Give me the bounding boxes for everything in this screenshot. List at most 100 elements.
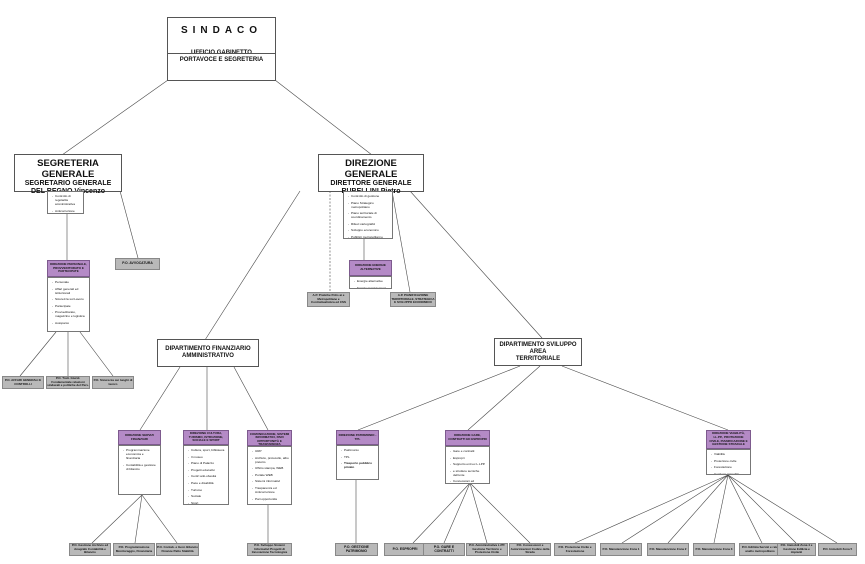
- list-item: Energy management: [354, 286, 389, 288]
- list-item: Gestione immobili: [711, 472, 748, 474]
- list-item: Piano di Palazzo: [188, 461, 226, 465]
- direzione-energie-box: DIREZIONE ENERGIE ALTERNATIVE: [349, 260, 392, 276]
- connector-line: [467, 365, 541, 431]
- connector-line: [119, 190, 139, 259]
- list-item: Sviluppo economico: [348, 228, 390, 232]
- direzione-lavori-list: ViabilitàProtezione civileForestazioneGe…: [706, 449, 751, 475]
- connector-line: [727, 474, 763, 544]
- po-manutenzione-zona2-box: P.O. Manutenzione Zona 2: [647, 543, 689, 556]
- list-item: Sicurezza sul Lavoro: [52, 297, 87, 301]
- connector-line: [357, 365, 521, 431]
- connector-line: [391, 190, 411, 293]
- direzione-lavori-box: DIREZIONE VIABILITÀ, LL.PP., PROTEZIONE …: [706, 430, 751, 449]
- sindaco-box: SINDACO UFFICIO GABINETTO PORTAVOCE E SE…: [167, 17, 276, 81]
- list-item: TPL: [341, 455, 376, 459]
- list-item: Controllo di gestione: [348, 194, 390, 198]
- direzione-urp-list: URP Archivio, protocollo, albo pretorioUf…: [247, 446, 292, 505]
- po-affari-generali-box: P.O. AFFARI GENERALI E CONTROLLI: [2, 376, 44, 389]
- list-item: Espropri: [450, 456, 487, 460]
- connector-line: [79, 331, 114, 377]
- list-item: Forestazione: [711, 465, 748, 469]
- direzione-gare-list: Gare e contrattiEspropriSupporto enti ex…: [445, 446, 490, 484]
- ap-pianificazione-box: A.P. PIANIFICAZIONE TERRITORIALE, STRATE…: [390, 292, 436, 307]
- direzione-title: DIREZIONE GENERALE: [344, 158, 398, 180]
- connector-line: [274, 79, 373, 156]
- list-item: Affari generali ed istituzionali: [52, 287, 87, 295]
- list-item: Archivio, protocollo, albo pretorio: [252, 456, 289, 464]
- po-edilizia-servizi-box: P.O. Edilizia Servizi e rete anello metr…: [739, 543, 781, 556]
- connector-line: [727, 474, 797, 544]
- sindaco-office-line2: PORTAVOCE E SEGRETERIA: [179, 57, 264, 63]
- list-item: Turismo: [188, 488, 226, 492]
- list-item: Trasparenza ed Anticorruzione: [252, 486, 289, 494]
- connector-line: [141, 494, 178, 544]
- po-trattamento-giuridico-box: P.O. Tratt. Giurid. Fondamentale relazio…: [46, 376, 90, 389]
- direzione-servizi-finanziari-list: Programmazione economica e finanziariaCo…: [118, 445, 161, 495]
- po-gestione-patrimonio-box: P.O. GESTIONE PATRIMONIO: [335, 543, 378, 556]
- list-item: Piano Strategico metropolitano: [348, 201, 390, 209]
- list-item: Sociale: [188, 494, 226, 498]
- connector-line: [667, 474, 729, 544]
- segreteria-role: SEGRETARIO GENERALE: [24, 180, 112, 187]
- connector-line: [412, 482, 471, 544]
- po-manutenzione-zona3-box: P.O. Manutenzione Zona 3: [693, 543, 735, 556]
- po-contabilita-box: P.O. Contab. e Gest. Bilancio Finanze Pa…: [156, 543, 199, 556]
- connector-line: [204, 190, 301, 341]
- list-item: Personale: [52, 280, 87, 284]
- list-item: Portale WEB: [252, 473, 289, 477]
- direzione-functions-list: Controllo di gestionePiano Strategico me…: [343, 191, 393, 239]
- connector-line: [139, 366, 181, 431]
- connector-line: [443, 482, 471, 544]
- connector-line: [561, 365, 729, 431]
- segreteria-generale-box: SEGRETERIA GENERALE SEGRETARIO GENERALE …: [14, 154, 122, 195]
- list-item: Pubblici metropolitani e Comitato comuna…: [348, 235, 390, 238]
- territorio-title-line2: TERRITORIALE: [515, 355, 561, 362]
- list-item: Anticorruzione: [52, 209, 81, 213]
- ap-pratiche-polis-box: A.P. Pratiche Polis ai e Metropolitane e…: [307, 292, 350, 307]
- po-avvocatura-box: P.O. AVVOCATURA: [115, 258, 160, 270]
- list-item: Provveditorato, magazzino e logistica: [52, 310, 87, 318]
- direzione-energie-list: Energie alternativeEnergy management: [349, 276, 392, 289]
- direzione-cultura-list: Cultura, sport, bibliotecaIl museoPiano …: [183, 445, 229, 505]
- list-item: e strutture tecniche dell'ente: [450, 469, 487, 477]
- list-item: Trasporto pubblico privato: [341, 461, 376, 469]
- finanziario-title-line2: AMMINISTRATIVO: [182, 353, 234, 359]
- connector-line: [19, 331, 57, 377]
- list-item: URP: [252, 449, 289, 453]
- list-item: Viabilità: [711, 452, 748, 456]
- po-manutenzione-zona1-box: P.O. Manutenzione Zona 1: [600, 543, 642, 556]
- connector-line: [574, 474, 729, 544]
- list-item: Concessioni ed autorizzazioni codice del…: [450, 479, 487, 483]
- connector-line: [61, 79, 169, 156]
- territorio-title-line1: DIPARTIMENTO SVILUPPO AREA: [499, 341, 577, 355]
- list-item: Patrimonio: [341, 448, 376, 452]
- po-sistemi-informativi-box: P.O. Sviluppo Sistemi Informativi Proget…: [247, 543, 292, 556]
- segreteria-functions-list: Controllo di regolarità amministrativaAn…: [47, 191, 84, 214]
- list-item: Controllo di regolarità amministrativa: [52, 194, 81, 206]
- po-protezione-civile-box: P.O. Protezione Civile e Forestazione: [554, 543, 596, 556]
- list-item: Pari opportunità: [252, 497, 289, 501]
- direzione-gare-box: DIREZIONE GARE, CONTRATTI ED ESPROPRI: [445, 430, 490, 446]
- direzione-cultura-box: DIREZIONE CULTURA, TURISMO, ISTRUZIONE, …: [183, 430, 229, 445]
- list-item: Pace e disabilità: [188, 481, 226, 485]
- connector-line: [469, 482, 531, 544]
- connector-line: [727, 474, 838, 544]
- list-item: Autoparco: [52, 321, 87, 325]
- po-gare-contratti-box: P.O. GARE E CONTRATTI: [423, 543, 465, 556]
- list-item: Il museo: [188, 455, 226, 459]
- dipartimento-territoriale-box: DIPARTIMENTO SVILUPPO AREA TERRITORIALE: [494, 338, 582, 366]
- connector-line: [621, 474, 729, 544]
- sindaco-divider: [167, 53, 276, 54]
- connector-line: [134, 494, 143, 544]
- sindaco-title: SINDACO: [180, 25, 263, 36]
- list-item: Progetti educativi: [188, 468, 226, 472]
- po-programmazione-box: P.O. Programmazione Monitoraggio, Finanz…: [113, 543, 155, 556]
- connector-line: [409, 190, 543, 339]
- direzione-personale-list: PersonaleAffari generali ed istituzional…: [47, 277, 90, 332]
- direzione-patrimonio-box: DIREZIONE PATRIMONIO - TPL: [336, 430, 379, 445]
- list-item: Gare e contratti: [450, 449, 487, 453]
- list-item: Ufficio stampa, WEB: [252, 466, 289, 470]
- po-gestione-archivio-box: P.O. Gestione Archivio ed Anagrafe Conta…: [69, 543, 111, 556]
